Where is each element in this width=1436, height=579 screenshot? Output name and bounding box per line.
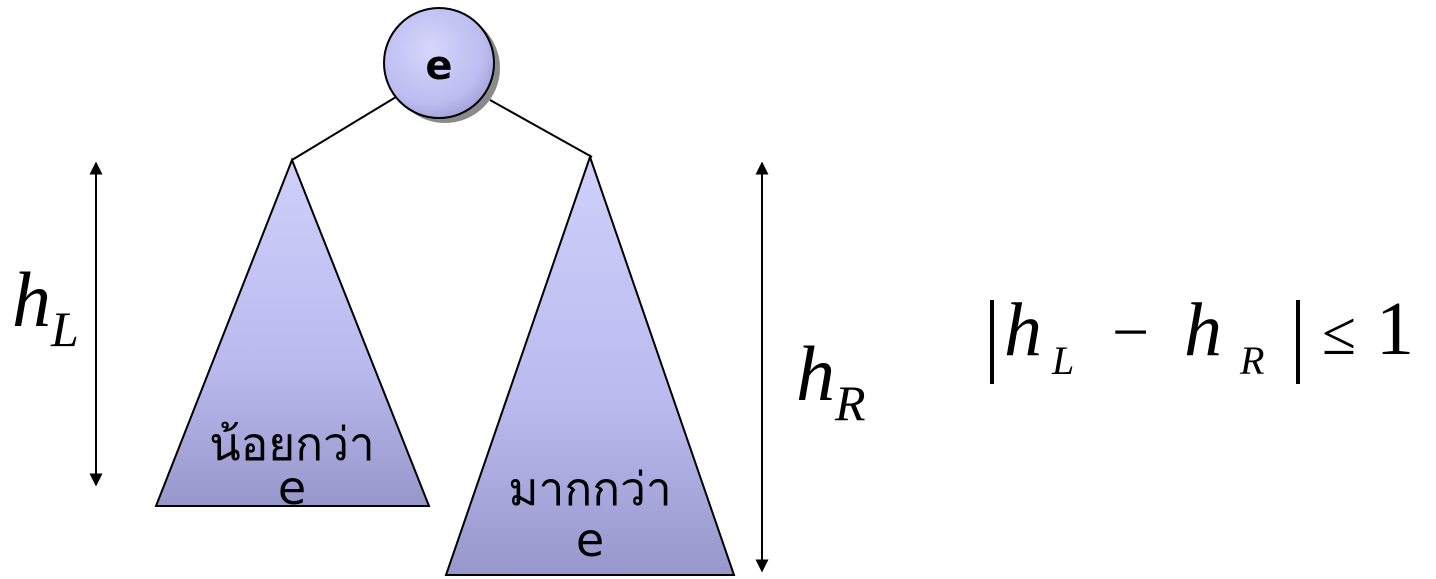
right-height-subscript: R — [834, 375, 866, 431]
left-height-label: hL — [12, 256, 79, 357]
right-height-symbol: h — [796, 330, 835, 417]
left-subtree-label: น้อยกว่า — [209, 417, 375, 471]
formula-relation: ≤ — [1322, 300, 1356, 368]
formula-h-right: h — [1184, 288, 1222, 372]
left-subtree-label-e: e — [278, 461, 306, 515]
right-edge — [489, 99, 593, 158]
balance-formula: h L − h R ≤ 1 — [990, 287, 1414, 384]
right-subtree-triangle — [444, 153, 736, 576]
formula-minus: − — [1112, 296, 1149, 369]
formula-bound: 1 — [1376, 287, 1414, 371]
root-node — [383, 7, 495, 119]
right-subtree-label: มากกว่า — [508, 462, 672, 516]
root-node-label: e — [425, 43, 452, 89]
left-height-subscript: L — [50, 301, 79, 357]
right-height-label: hR — [796, 330, 866, 431]
left-height-symbol: h — [12, 256, 51, 343]
formula-sub-right: R — [1239, 338, 1264, 383]
left-subtree-triangle — [154, 157, 431, 507]
formula-h-left: h — [1004, 288, 1042, 372]
formula-sub-left: L — [1051, 338, 1074, 383]
left-edge — [291, 96, 397, 161]
right-subtree-label-e: e — [576, 513, 604, 567]
